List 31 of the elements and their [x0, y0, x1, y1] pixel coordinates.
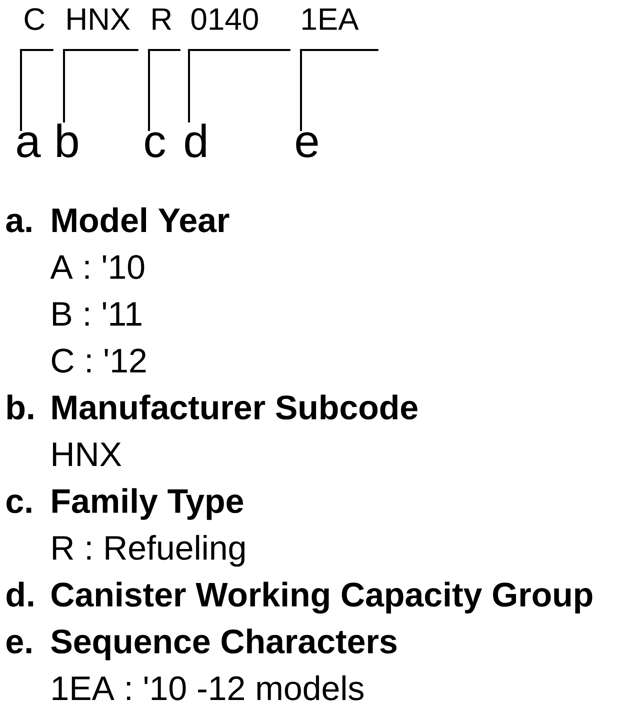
heading: Family Type: [52, 488, 244, 520]
list-marker: d.: [6, 582, 34, 607]
leader-line: [188, 50, 190, 122]
list-item: B : '11: [53, 302, 142, 326]
heading: Manufacturer Subcode: [52, 394, 418, 420]
list-marker: a.: [6, 214, 32, 232]
list-item: R : Refueling: [53, 534, 244, 567]
list-item: A : '10: [50, 255, 144, 280]
callout-letter: c: [145, 132, 165, 158]
list-item: HNX: [53, 442, 122, 466]
leader-line: [148, 50, 150, 132]
code-segment: 1EA: [300, 8, 378, 51]
callout-letter: d: [185, 124, 206, 158]
heading: Model Year: [52, 207, 230, 232]
leader-line: [63, 50, 65, 122]
callout-letter: e: [296, 132, 318, 158]
list-item: C : '12: [52, 348, 146, 373]
code-segment: 0140: [188, 8, 290, 51]
list-marker: b.: [7, 394, 34, 420]
leader-line: [300, 50, 302, 132]
callout-letter: a: [17, 132, 41, 158]
list-item: 1EA : '10 -12 models: [52, 675, 364, 700]
list-marker: e.: [6, 634, 32, 654]
heading: Canister Working Capacity Group: [52, 582, 592, 614]
heading: Sequence Characters: [51, 628, 396, 660]
list-marker: c.: [6, 494, 32, 514]
callout-letter: b: [57, 124, 78, 158]
leader-line: [20, 50, 22, 132]
code-segment: HNX: [63, 8, 138, 51]
code-segment: C: [20, 8, 54, 51]
code-segment: R: [148, 8, 180, 51]
